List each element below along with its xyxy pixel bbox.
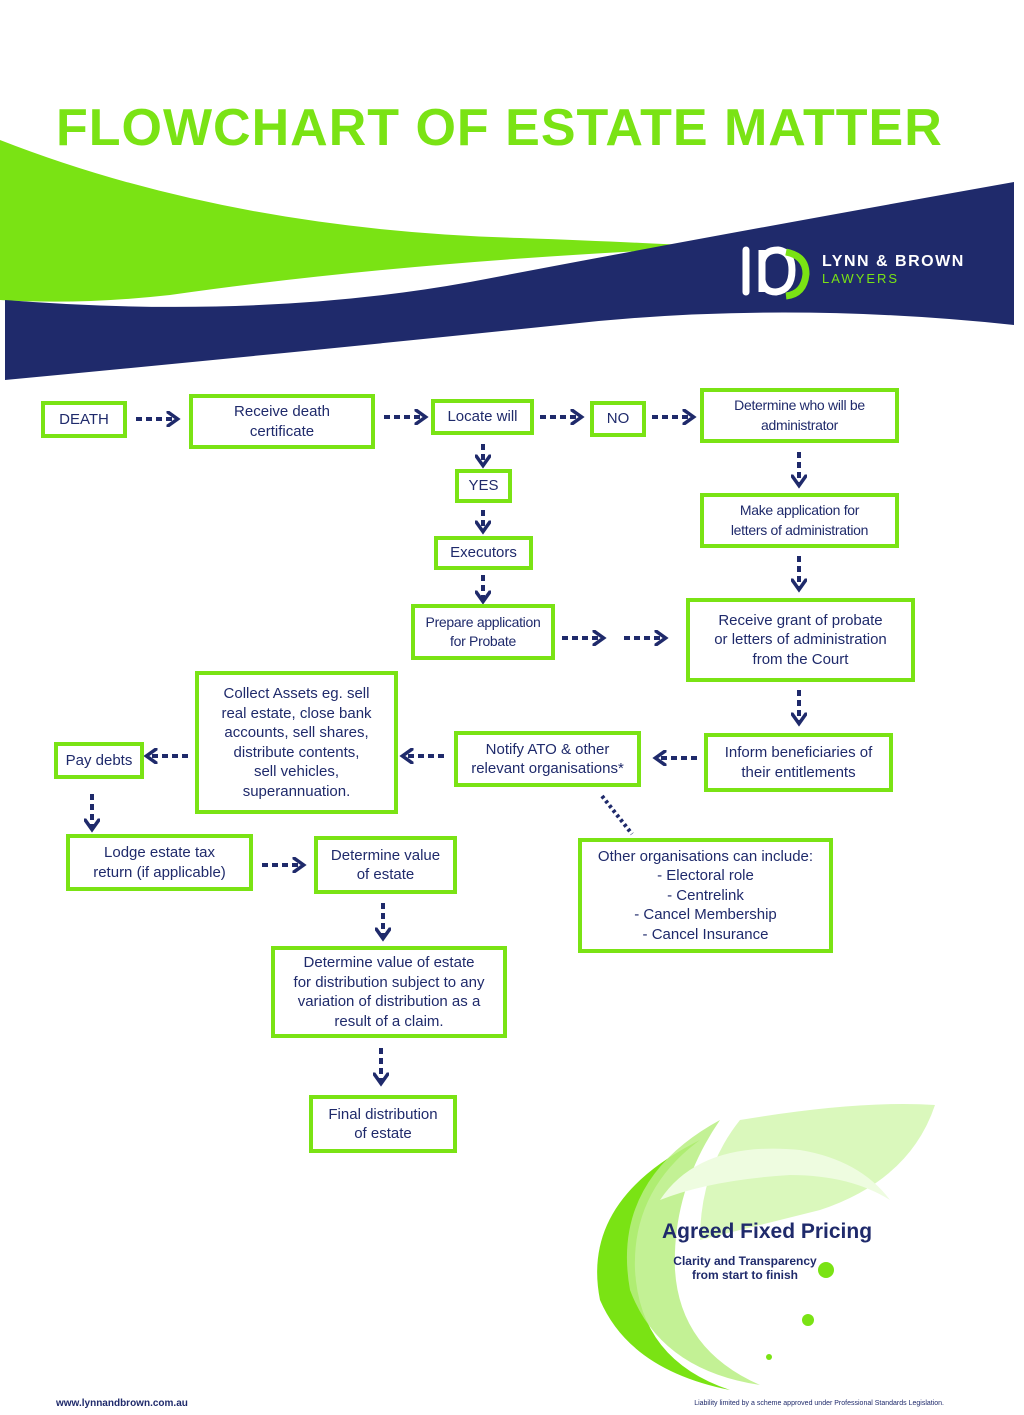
- node-executors: Executors: [434, 536, 533, 570]
- node-determine-value-distribution: Determine value of estate for distributi…: [271, 946, 507, 1038]
- node-locate-will: Locate will: [431, 399, 534, 435]
- node-determine-administrator: Determine who will be administrator: [700, 388, 899, 443]
- node-prepare-probate: Prepare application for Probate: [411, 604, 555, 660]
- node-notify-ato: Notify ATO & other relevant organisation…: [454, 731, 641, 787]
- page-title: FLOWCHART OF ESTATE MATTER: [56, 99, 943, 157]
- connector-notify-to-other: [600, 794, 634, 836]
- promo-subtitle: Clarity and Transparency from start to f…: [673, 1254, 817, 1282]
- header-swoosh: [0, 140, 1014, 380]
- brand-subtitle: LAWYERS: [822, 271, 900, 286]
- node-receive-grant: Receive grant of probate or letters of a…: [686, 598, 915, 682]
- node-death: DEATH: [41, 401, 127, 438]
- footer-website-link[interactable]: www.lynnandbrown.com.au: [56, 1398, 188, 1409]
- brand-name: LYNN & BROWN: [822, 253, 965, 270]
- promo-title: Agreed Fixed Pricing: [662, 1220, 873, 1243]
- promo-dot-small: [766, 1354, 772, 1360]
- node-inform-beneficiaries: Inform beneficiaries of their entitlemen…: [704, 733, 893, 792]
- node-no: NO: [590, 401, 646, 437]
- node-other-organisations: Other organisations can include: - Elect…: [578, 838, 833, 953]
- node-receive-certificate: Receive death certificate: [189, 394, 375, 449]
- node-make-application: Make application for letters of administ…: [700, 493, 899, 548]
- node-determine-value: Determine value of estate: [314, 836, 457, 894]
- footer-disclaimer: Liability limited by a scheme approved u…: [694, 1400, 944, 1407]
- node-collect-assets: Collect Assets eg. sell real estate, clo…: [195, 671, 398, 814]
- node-pay-debts: Pay debts: [54, 742, 144, 779]
- node-yes: YES: [455, 469, 512, 503]
- node-final-distribution: Final distribution of estate: [309, 1095, 457, 1153]
- promo-dot-medium: [802, 1314, 814, 1326]
- promo-dot-large: [818, 1262, 834, 1278]
- node-lodge-tax: Lodge estate tax return (if applicable): [66, 834, 253, 891]
